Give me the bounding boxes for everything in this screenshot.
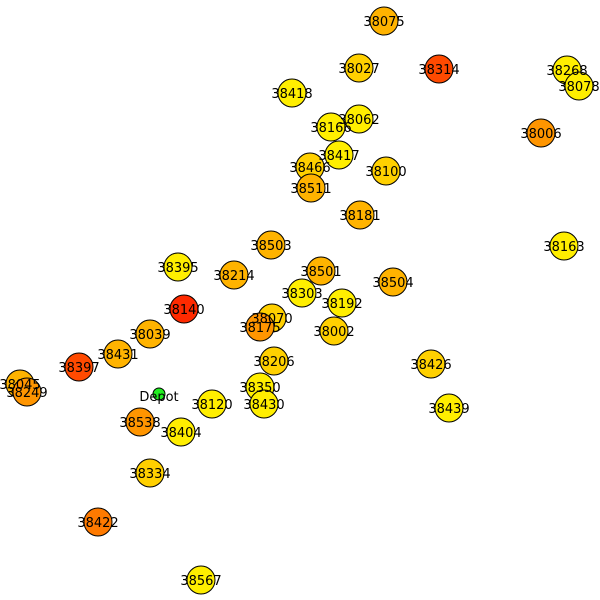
node-38418 [277,78,307,108]
node-38422 [83,507,113,537]
node-label-38418: 38418 [271,87,312,102]
node-38062 [344,104,374,134]
node-label-38397: 38397 [58,361,99,376]
node-label-38417: 38417 [318,149,359,164]
node-label-38070: 38070 [251,312,292,327]
node-label-38404: 38404 [160,426,201,441]
node-38163 [549,231,579,261]
node-label-38062: 38062 [338,113,379,128]
node-label-38422: 38422 [77,516,118,531]
node-38100 [371,156,401,186]
node-label-38078: 38078 [558,80,599,95]
node-38503 [256,230,286,260]
node-label-38538: 38538 [119,416,160,431]
node-38214 [219,260,249,290]
node-38395 [163,252,193,282]
node-label-38314: 38314 [418,63,459,78]
node-38181 [345,200,375,230]
node-label-38120: 38120 [191,398,232,413]
node-38426 [416,349,446,379]
node-38120 [197,389,227,419]
depot-group: Depot [139,387,179,405]
node-label-38192: 38192 [321,297,362,312]
node-38166 [316,112,346,142]
node-label-38501: 38501 [300,265,341,280]
node-label-38303: 38303 [281,287,322,302]
node-label-38395: 38395 [157,261,198,276]
node-label-38350: 38350 [239,381,280,396]
node-label-38426: 38426 [410,358,451,373]
node-38027 [344,53,374,83]
node-38504 [378,267,408,297]
node-label-38100: 38100 [365,165,406,180]
node-38430 [249,389,279,419]
node-38314 [424,54,454,84]
node-label-38027: 38027 [338,62,379,77]
node-38192 [327,288,357,318]
node-38078 [564,71,594,101]
node-label-38249: 38249 [6,386,47,401]
node-label-38430: 38430 [243,398,284,413]
nodes-layer [5,6,594,595]
node-label-38045: 38045 [0,378,41,393]
node-38303 [287,278,317,308]
node-38140 [169,294,199,324]
node-label-38439: 38439 [428,402,469,417]
node-label-38002: 38002 [313,325,354,340]
node-38075 [369,6,399,36]
depot-marker [152,387,166,401]
node-label-38214: 38214 [213,269,254,284]
node-label-38140: 38140 [163,303,204,318]
node-label-38175: 38175 [239,321,280,336]
node-label-38039: 38039 [129,328,170,343]
depot-label: Depot [139,390,178,405]
node-label-38206: 38206 [253,355,294,370]
node-38039 [135,319,165,349]
node-38511 [296,173,326,203]
node-38501 [306,256,336,286]
node-38567 [186,565,216,595]
node-label-38466: 38466 [289,161,330,176]
node-38002 [319,316,349,346]
node-label-38503: 38503 [250,239,291,254]
node-38404 [166,417,196,447]
node-38249 [12,377,42,407]
node-label-38431: 38431 [97,348,138,363]
node-38397 [64,352,94,382]
node-label-38511: 38511 [290,182,331,197]
node-label-38166: 38166 [310,121,351,136]
node-38334 [135,458,165,488]
node-38538 [125,407,155,437]
node-38175 [245,312,275,342]
node-38006 [526,118,556,148]
node-38417 [324,140,354,170]
node-label-38006: 38006 [520,127,561,142]
node-label-38181: 38181 [339,209,380,224]
node-38431 [103,339,133,369]
node-label-38075: 38075 [363,15,404,30]
node-label-38504: 38504 [372,276,413,291]
node-label-38567: 38567 [180,574,221,589]
node-label-38268: 38268 [546,64,587,79]
node-label-38334: 38334 [129,467,170,482]
node-label-38163: 38163 [543,240,584,255]
node-38439 [434,393,464,423]
node-38206 [259,346,289,376]
